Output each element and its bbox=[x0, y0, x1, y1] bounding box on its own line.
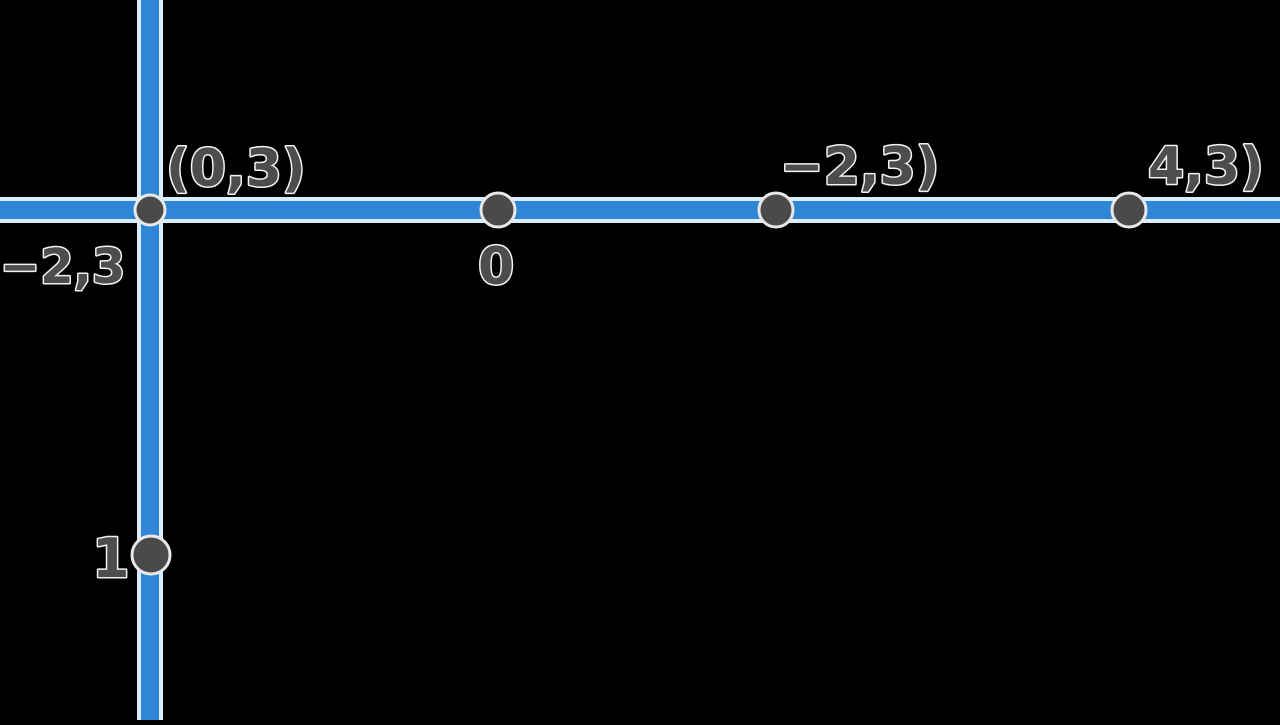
zero-label: 0 bbox=[478, 237, 514, 297]
origin-left-label: −2,3 bbox=[0, 239, 125, 295]
four-three-point bbox=[1110, 191, 1148, 229]
horizontal-axis-line bbox=[0, 201, 1280, 219]
labels-group: (0,3) −2,3 0 −2,3) 4,3) 1 bbox=[0, 136, 1265, 592]
four-three-label: 4,3) bbox=[1148, 137, 1264, 197]
vertical-axis-line bbox=[141, 0, 159, 720]
zero-point bbox=[479, 191, 517, 229]
points-group bbox=[130, 191, 1148, 576]
vertical-axis bbox=[137, 0, 163, 720]
one-label: 1 bbox=[92, 527, 130, 590]
horizontal-axis bbox=[0, 197, 1280, 223]
origin-point bbox=[133, 193, 167, 227]
origin-top-label: (0,3) bbox=[166, 139, 306, 199]
minus-two-three-point bbox=[757, 191, 795, 229]
minus-two-three-label: −2,3) bbox=[780, 137, 939, 197]
one-point bbox=[130, 534, 172, 576]
